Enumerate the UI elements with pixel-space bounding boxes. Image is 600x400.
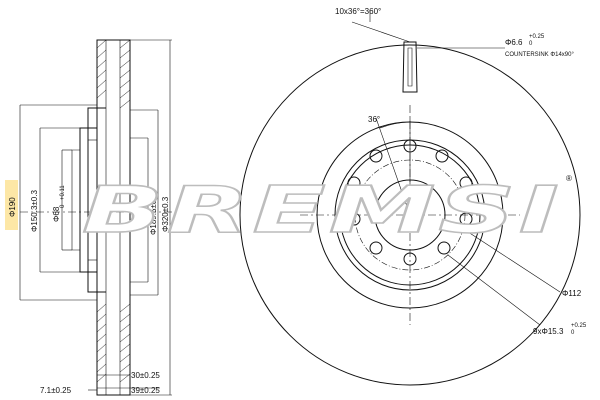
- dim-150-label: Φ150.3±0.3: [30, 190, 39, 232]
- dim-190-highlight: [5, 180, 18, 230]
- countersink-label: COUNTERSINK Φ14x90°: [505, 52, 574, 58]
- hole-small-tol-lower: 0: [529, 41, 533, 47]
- vent-slot: [402, 41, 418, 93]
- dim-7-label: 7.1±0.25: [40, 386, 72, 395]
- dim-68-label: Φ68: [52, 206, 61, 222]
- holes-pattern-label: 9xΦ15.3: [533, 327, 564, 336]
- side-view: Φ190 Φ150.3±0.3 Φ68 +0.11 0 Φ138±0.2 Φ18…: [8, 39, 175, 396]
- holes-tol-upper: +0.25: [571, 323, 587, 329]
- angle-label: 36°: [368, 115, 380, 124]
- disc-outer-circle: [239, 44, 581, 386]
- dim-138-label: Φ138±0.2: [139, 192, 148, 228]
- dim-68-tol-lower: 0: [60, 204, 66, 208]
- pcd-label: Φ112: [562, 289, 582, 298]
- dim-189-label: Φ189.5±0.3: [149, 193, 158, 235]
- hole-small-label: Φ6.6: [505, 38, 523, 47]
- dim-39-label: 39±0.25: [131, 386, 160, 395]
- hole-small-tol-upper: +0.25: [529, 34, 545, 40]
- vent-pattern-label: 10x36°=360°: [335, 7, 381, 16]
- brand-watermark: BREMSI: [82, 174, 562, 248]
- dim-190-label: Φ190: [8, 197, 17, 217]
- dim-30-label: 30±0.25: [131, 371, 160, 380]
- top-hatch: [96, 39, 131, 109]
- registered-mark: ®: [566, 174, 572, 183]
- bolt-holes: [347, 139, 473, 266]
- dim-68-tol-upper: +0.11: [60, 185, 66, 200]
- front-view: ® 10x36°=360° Φ6.6 +0.25 0 COUNTERSINK Φ…: [239, 7, 587, 386]
- bottom-hatch: [96, 303, 131, 383]
- holes-tol-lower: 0: [571, 330, 575, 336]
- dim-320-label: Φ320±0.3: [161, 196, 170, 232]
